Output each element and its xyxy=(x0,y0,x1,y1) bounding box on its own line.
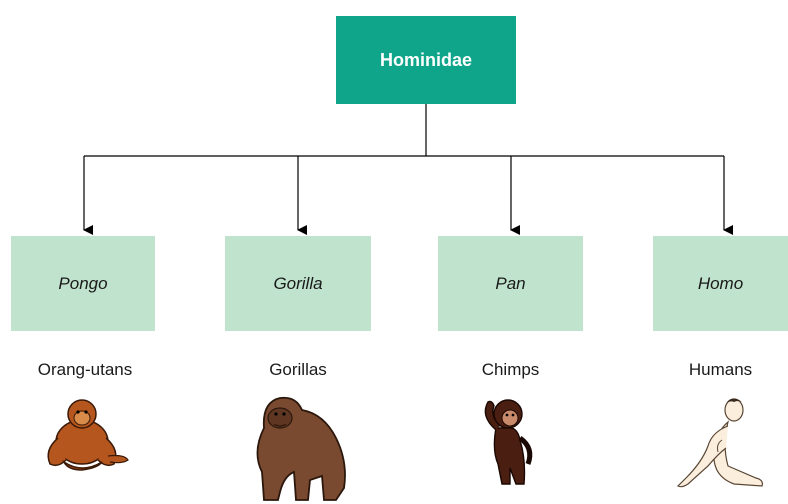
genus-node-homo: Homo xyxy=(653,236,788,331)
genus-label: Pan xyxy=(495,273,526,293)
common-name-label: Gorillas xyxy=(269,360,327,379)
common-name-label: Humans xyxy=(688,360,753,379)
common-name-gorillas: Gorillas xyxy=(225,358,371,382)
common-name-humans: Humans xyxy=(653,358,788,382)
common-name-orang-utans: Orang-utans xyxy=(11,358,159,382)
genus-node-pan: Pan xyxy=(438,236,583,331)
root-node-hominidae: Hominidae xyxy=(336,16,516,104)
genus-node-gorilla: Gorilla xyxy=(225,236,371,331)
chimp-icon xyxy=(484,399,533,485)
common-name-label: Chimps xyxy=(481,360,540,379)
genus-label: Gorilla xyxy=(273,273,323,293)
common-name-label: Orang-utans xyxy=(37,360,133,379)
common-name-chimps: Chimps xyxy=(438,358,583,382)
genus-label: Pongo xyxy=(58,273,108,293)
human-icon xyxy=(676,398,763,488)
orang-utan-icon xyxy=(47,399,129,471)
root-label: Hominidae xyxy=(379,49,472,70)
genus-node-pongo: Pongo xyxy=(11,236,155,331)
gorilla-icon xyxy=(256,396,346,501)
genus-label: Homo xyxy=(697,273,744,293)
